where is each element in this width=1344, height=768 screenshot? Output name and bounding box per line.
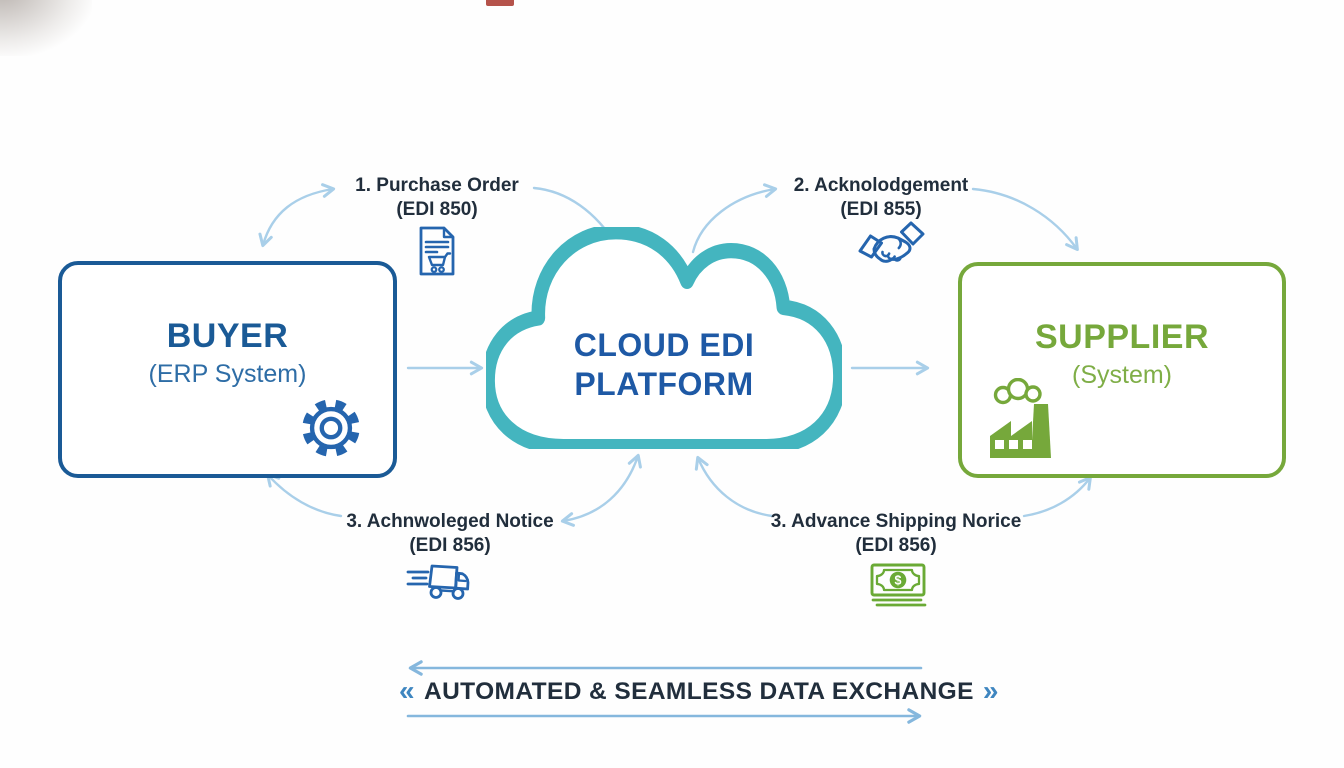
flow-label-purchase-order: 1. Purchase Order (EDI 850) — [287, 174, 587, 222]
top-edge-artifact — [486, 0, 514, 6]
gear-icon-graphic — [302, 399, 360, 457]
cloud-outline-graphic — [481, 224, 847, 455]
flow3-title: 3. Achnwoleged Notice — [346, 511, 554, 532]
document-cart-icon-graphic — [419, 226, 455, 276]
flow-label-acknowledgement: 2. Acknolodgement (EDI 855) — [731, 174, 1031, 222]
svg-text:$: $ — [895, 574, 902, 588]
arrow-acknowledgement-to-supplier — [971, 187, 1079, 252]
purchase-order-document-icon — [417, 226, 457, 276]
corner-smudge-artifact — [0, 0, 92, 56]
supplier-text: SUPPLIER (System) — [962, 318, 1282, 390]
flow-label-acknowledged-notice: 3. Achnwoleged Notice (EDI 856) — [280, 510, 620, 558]
banner-caption-text: AUTOMATED & SEAMLESS DATA EXCHANGE — [423, 678, 974, 705]
flow2-title: 2. Acknolodgement — [793, 175, 969, 196]
buyer-title: BUYER — [166, 317, 289, 355]
banner-left-chevron: « — [399, 675, 415, 706]
banner-right-chevron: » — [982, 675, 999, 706]
factory-icon-graphic — [990, 377, 1051, 458]
arrow-acknowledged-notice-to-buyer — [266, 473, 343, 518]
money-icon: $ — [869, 561, 927, 609]
buyer-subtitle: (ERP System) — [148, 360, 307, 388]
truck-icon-graphic — [406, 564, 470, 600]
supplier-title: SUPPLIER — [1034, 318, 1210, 356]
supplier-subtitle: (System) — [1072, 361, 1172, 389]
handshake-icon — [857, 221, 925, 271]
flow-label-advance-shipping-notice: 3. Advance Shipping Norice (EDI 856) — [726, 510, 1066, 558]
cloud-platform-title: CLOUD EDI PLATFORM — [486, 326, 842, 404]
flow2-code: (EDI 855) — [840, 199, 922, 220]
banner-caption: « AUTOMATED & SEAMLESS DATA EXCHANGE » — [390, 675, 998, 707]
gear-icon — [297, 394, 365, 462]
arrow-shipping-notice-to-supplier — [1022, 475, 1092, 518]
buyer-box: BUYER (ERP System) — [58, 261, 397, 478]
flow4-title: 3. Advance Shipping Norice — [770, 511, 1022, 532]
flow3-code: (EDI 856) — [409, 535, 491, 556]
cloud-title-line1: CLOUD EDI — [573, 327, 755, 363]
money-icon-graphic: $ — [870, 563, 927, 607]
arrow-buyer-to-purchase-order — [258, 183, 336, 248]
buyer-text: BUYER (ERP System) — [62, 317, 393, 389]
supplier-box: SUPPLIER (System) — [958, 262, 1286, 478]
flow4-code: (EDI 856) — [855, 535, 937, 556]
arrow-shipping-notice-to-cloud — [694, 455, 774, 518]
cloud-shape — [481, 224, 847, 455]
cloud-title-line2: PLATFORM — [574, 366, 754, 402]
flow1-title: 1. Purchase Order — [355, 175, 519, 196]
arrow-cloud-to-acknowledged-notice — [560, 453, 642, 527]
handshake-icon-graphic — [858, 221, 925, 263]
delivery-truck-icon — [405, 560, 471, 606]
arrow-cloud-to-acknowledgement — [691, 183, 778, 254]
flow1-code: (EDI 850) — [396, 199, 478, 220]
factory-icon — [984, 377, 1064, 462]
